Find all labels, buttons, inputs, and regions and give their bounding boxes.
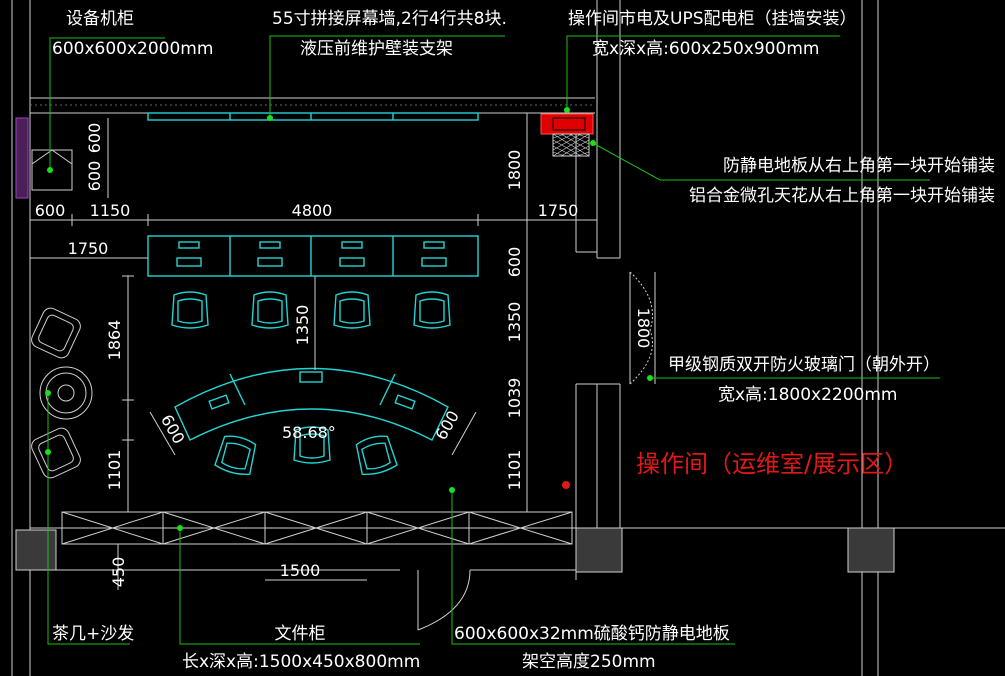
dim-v450: 450 — [109, 557, 128, 588]
screen-wall-label: 55寸拼接屏幕墙,2行4行共8块. — [272, 9, 507, 29]
chair-2 — [251, 291, 289, 329]
dim-v1101a: 1101 — [105, 450, 124, 491]
monitor-4 — [423, 241, 445, 249]
fire-door — [629, 271, 656, 385]
screen-wall — [147, 112, 479, 121]
dim-desk-600-right: 600 — [431, 407, 463, 443]
sofa-label: 茶几+沙发 — [52, 624, 134, 644]
dim-v1101b: 1101 — [505, 450, 524, 491]
monitor-2 — [259, 241, 281, 249]
dim-4800: 4800 — [292, 201, 333, 220]
floor-spec: 600x600x32mm硫酸钙防静电地板 — [454, 624, 730, 644]
monitor-3 — [341, 241, 363, 249]
dimension-lines — [29, 113, 597, 590]
dim-v600a: 600 — [85, 123, 104, 154]
chair-1 — [171, 291, 209, 329]
dim-v600b: 600 — [85, 161, 104, 192]
chair-3 — [333, 291, 371, 329]
ups-cabinet — [540, 113, 594, 157]
file-cabinet-size: 长x深x高:1500x450x800mm — [182, 652, 420, 672]
dim-1500: 1500 — [280, 561, 321, 580]
chair-6 — [293, 426, 331, 464]
room-title: 操作间（运维室/展示区） — [636, 450, 908, 478]
equipment-cabinet — [31, 149, 73, 191]
keyboard-3 — [339, 257, 365, 267]
cabinet-size: 600x600x2000mm — [52, 39, 213, 59]
dim-1150: 1150 — [90, 201, 131, 220]
dimensions: 600 1150 4800 1750 1750 1500 600 600 180… — [35, 123, 653, 588]
file-cabinet — [61, 511, 573, 545]
chair-5 — [214, 435, 257, 475]
chair-4 — [413, 291, 451, 329]
curved-desk — [149, 367, 477, 456]
floor-install-note: 防静电地板从右上角第一块开始铺装 — [723, 156, 995, 176]
dim-1750-left: 1750 — [68, 239, 109, 258]
dim-1750-right: 1750 — [538, 201, 579, 220]
power-cabinet-size: 宽x深x高:600x250x900mm — [592, 39, 819, 59]
keyboard-2 — [257, 257, 283, 267]
dim-v1039: 1039 — [505, 378, 524, 419]
dim-desk-600-left: 600 — [157, 411, 189, 447]
cabinet-title: 设备机柜 — [66, 9, 134, 29]
power-cabinet-label: 操作间市电及UPS配电柜（挂墙安装） — [568, 9, 857, 29]
dim-v1800: 1800 — [505, 150, 524, 191]
screen-wall-bracket: 液压前维护壁装支架 — [300, 39, 453, 59]
sofa-set — [31, 307, 93, 479]
dim-600: 600 — [35, 201, 66, 220]
dim-v1864: 1864 — [105, 320, 124, 361]
chair-7 — [355, 435, 398, 475]
dim-v600c: 600 — [505, 247, 524, 278]
ceiling-install-note: 铝合金微孔天花从右上角第一块开始铺装 — [689, 186, 995, 206]
file-cabinet-title: 文件柜 — [275, 624, 326, 644]
walls — [11, 0, 1005, 676]
monitor-1 — [178, 241, 200, 249]
floor-height: 架空高度250mm — [522, 652, 656, 672]
console-desks — [147, 235, 479, 277]
dim-v1350b: 1350 — [505, 302, 524, 343]
keyboard-1 — [176, 257, 202, 267]
keyboard-4 — [421, 257, 447, 267]
dim-v1350a: 1350 — [293, 305, 312, 346]
labels: 设备机柜 600x600x2000mm 55寸拼接屏幕墙,2行4行共8块. 液压… — [52, 9, 995, 672]
door-size: 宽x高:1800x2200mm — [718, 385, 898, 405]
leader-lines — [45, 35, 940, 645]
chairs — [171, 291, 451, 475]
dim-door-1800: 1800 — [634, 308, 653, 349]
door-label: 甲级钢质双开防火玻璃门（朝外开） — [668, 355, 940, 375]
desk-angle: 58.68° — [282, 423, 336, 442]
